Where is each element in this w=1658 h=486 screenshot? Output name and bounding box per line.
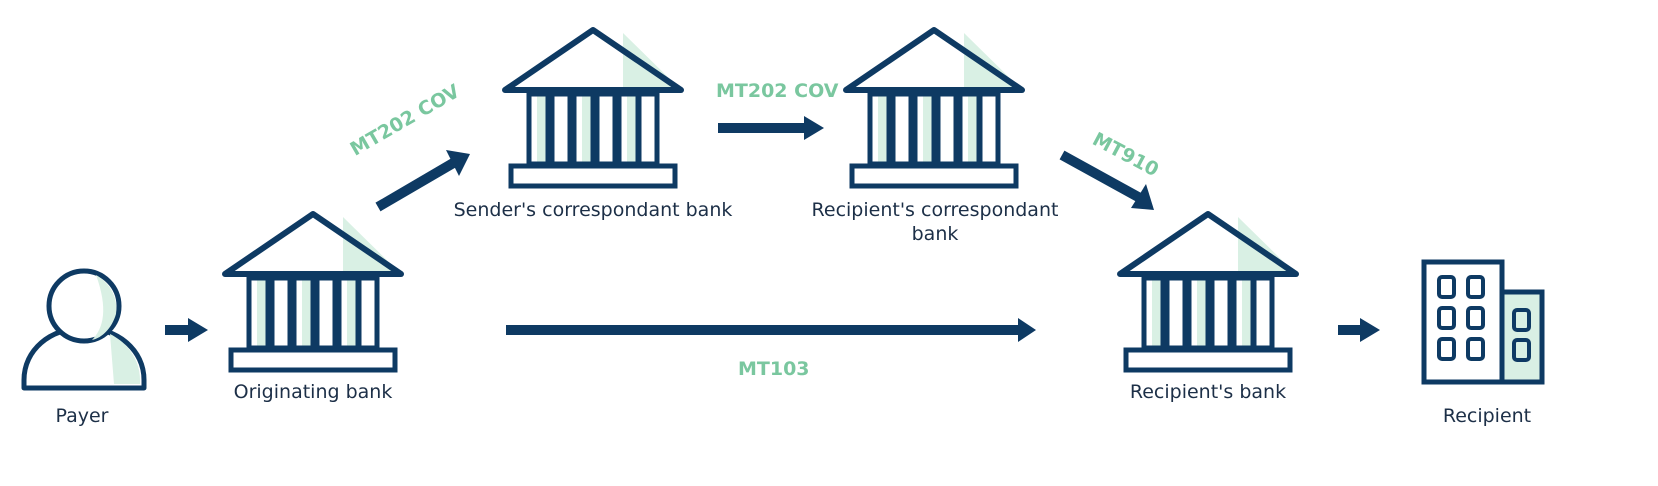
message-label-mt103: MT103 <box>738 358 810 380</box>
arrow-payer-to-bank <box>165 318 208 342</box>
recipients-correspondent-label: Recipient's correspondant bank <box>811 199 1059 245</box>
arrow-to-recipients-bank <box>1059 150 1154 210</box>
office-building-icon <box>1421 259 1545 385</box>
bank-building-icon <box>225 214 401 370</box>
person-icon <box>21 268 147 391</box>
recipients-bank-label: Recipient's bank <box>1129 381 1287 403</box>
message-label-mt202cov-2: MT202 COV <box>716 80 839 102</box>
arrow-direct-mt103 <box>506 318 1036 342</box>
arrow-between-correspondents <box>718 116 824 140</box>
recipient-label: Recipient <box>1442 405 1532 427</box>
originating-bank-label: Originating bank <box>233 381 393 403</box>
arrow-to-senders-correspondent <box>375 150 470 212</box>
bank-building-icon <box>1120 214 1296 370</box>
payer-label: Payer <box>55 405 109 427</box>
bank-building-icon <box>846 30 1022 186</box>
bank-building-icon <box>505 30 681 186</box>
arrow-bank-to-recipient <box>1338 318 1380 342</box>
senders-correspondent-label: Sender's correspondant bank <box>453 199 733 221</box>
